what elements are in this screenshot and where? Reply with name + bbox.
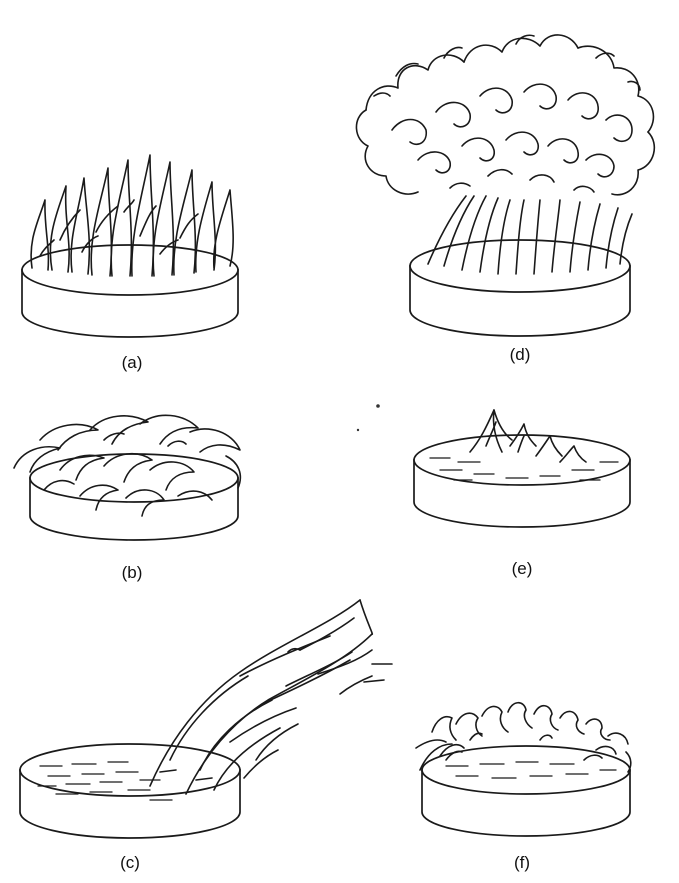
panel-e-label: (e): [512, 559, 533, 578]
panel-a-label: (a): [122, 353, 143, 372]
panel-d: (d): [356, 35, 654, 364]
panel-b: (b): [14, 415, 240, 582]
panel-f: (f): [416, 703, 631, 872]
large-billowing-plume-icon: [356, 35, 654, 274]
pan-f: [422, 746, 630, 836]
panel-d-label: (d): [510, 345, 531, 364]
scan-speck: [376, 404, 380, 408]
panel-c-label: (c): [120, 853, 140, 872]
pan-a: [22, 245, 238, 337]
panel-a: (a): [22, 155, 238, 372]
panel-f-label: (f): [514, 853, 530, 872]
scan-speck: [357, 429, 359, 431]
pan-e: [414, 435, 630, 527]
pan-d: [410, 240, 630, 336]
panel-b-label: (b): [122, 563, 143, 582]
panel-c: (c): [20, 600, 392, 872]
panel-e: (e): [414, 410, 630, 578]
